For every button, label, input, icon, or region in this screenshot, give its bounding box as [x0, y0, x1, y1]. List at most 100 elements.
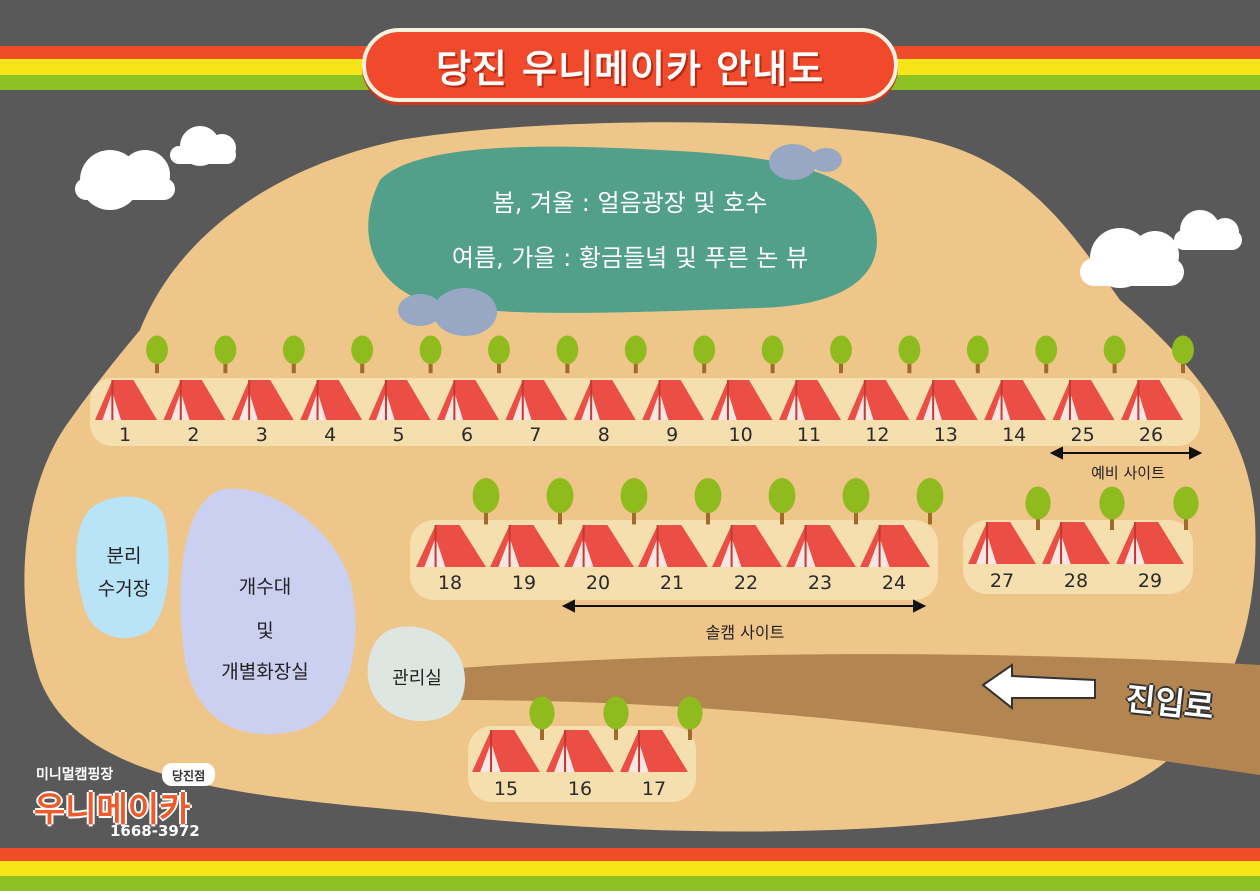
- logo-badge-text: 당진점: [172, 769, 206, 783]
- site-number: 13: [933, 424, 958, 446]
- tent-icon: [710, 380, 773, 420]
- tent-icon: [505, 380, 568, 420]
- tree-icon: [529, 696, 555, 740]
- site-number: 24: [881, 572, 907, 594]
- tent-icon: [472, 730, 540, 772]
- site-number: 25: [1070, 424, 1095, 446]
- solo-site-label: 솔캠 사이트: [705, 623, 785, 642]
- tent-icon: [638, 525, 708, 567]
- site-number: 9: [666, 424, 679, 446]
- tree-icon: [603, 696, 629, 740]
- logo-name: 우니메이카: [34, 782, 190, 831]
- logo-top-text: 미니멀캠핑장: [36, 767, 114, 783]
- site-number: 22: [733, 572, 759, 594]
- site-number: 16: [567, 778, 593, 800]
- site-number: 28: [1063, 570, 1089, 592]
- tent-icon: [712, 525, 782, 567]
- tree-icon: [1099, 486, 1125, 530]
- tent-icon: [490, 525, 560, 567]
- recycling-label-2: 수거장: [97, 578, 151, 600]
- logo-name-text: 우니메이카: [34, 790, 191, 830]
- tree-icon: [694, 478, 722, 525]
- tree-icon: [214, 335, 237, 374]
- title-badge: 당진 우니메이카 안내도: [362, 28, 898, 102]
- tent-icon: [847, 380, 910, 420]
- tent-icon: [1116, 522, 1184, 564]
- site-number: 27: [989, 570, 1015, 592]
- tent-icon: [564, 525, 634, 567]
- site-number: 15: [493, 778, 519, 800]
- site-number: 11: [796, 424, 822, 446]
- facilities-area-shape: [180, 488, 356, 735]
- site-number: 6: [460, 424, 474, 446]
- office-label: 관리실: [392, 668, 442, 689]
- site-number: 23: [807, 572, 833, 594]
- site-number: 29: [1137, 570, 1163, 592]
- site-number: 2: [187, 424, 200, 446]
- tree-icon: [146, 335, 168, 374]
- tent-icon: [163, 380, 226, 420]
- tent-icon: [416, 525, 486, 567]
- tent-icon: [368, 380, 431, 420]
- reserve-range-arrow: [1049, 446, 1203, 460]
- tent-icon: [779, 380, 841, 420]
- site-number: 5: [392, 424, 405, 446]
- tree-icon: [1025, 486, 1051, 530]
- facilities-label-1: 개수대: [238, 576, 292, 598]
- tree-icon: [1172, 335, 1194, 374]
- site-number: 7: [529, 424, 542, 446]
- site-number: 21: [659, 572, 685, 594]
- pond: [368, 146, 877, 313]
- office-shape: [367, 626, 465, 722]
- page-title: 당진 우니메이카 안내도: [435, 46, 825, 91]
- tent-icon: [300, 380, 363, 420]
- site-number: 1: [118, 424, 132, 446]
- recycling-area-shape: [76, 496, 169, 639]
- tree-icon: [768, 478, 796, 525]
- recycling-label-1: 분리: [106, 545, 142, 567]
- tent-icon: [231, 380, 294, 420]
- tree-icon: [842, 478, 870, 525]
- tree-icon: [556, 335, 579, 374]
- tent-icon: [546, 730, 614, 772]
- tree-icon: [472, 478, 500, 525]
- tree-icon: [1103, 335, 1126, 374]
- site-number: 10: [728, 424, 753, 446]
- tent-icon: [95, 380, 157, 420]
- tree-icon: [898, 335, 921, 374]
- season-info-line-2: 여름, 가을 : 황금들녘 및 푸른 논 뷰: [451, 244, 809, 272]
- facilities-label-2: 및: [256, 620, 274, 642]
- site-number: 8: [597, 424, 610, 446]
- tent-icon: [620, 730, 688, 772]
- stripe-bottom: [0, 848, 1260, 891]
- site-number: 26: [1138, 424, 1164, 446]
- site-number: 12: [865, 424, 890, 446]
- logo-badge: 당진점: [162, 763, 216, 786]
- site-row-1: [90, 378, 1200, 446]
- tree-icon: [1173, 486, 1199, 530]
- facilities-label-3: 개별화장실: [221, 661, 309, 683]
- reserve-site-label: 예비 사이트: [1091, 464, 1165, 482]
- tent-icon: [1121, 380, 1183, 420]
- tent-icon: [642, 380, 705, 420]
- tree-icon: [761, 335, 784, 374]
- tent-icon: [437, 380, 499, 420]
- tree-icon: [624, 335, 647, 374]
- site-number: 14: [1002, 424, 1027, 446]
- site-number: 19: [511, 572, 537, 594]
- site-number: 3: [255, 424, 268, 446]
- site-number: 17: [641, 778, 667, 800]
- tent-icon: [1042, 522, 1110, 564]
- tent-icon: [984, 380, 1047, 420]
- solo-range-arrow: [561, 599, 927, 613]
- cloud-icon: [75, 126, 1242, 288]
- tree-icon: [1035, 335, 1058, 374]
- logo-phone: 1668-3972: [110, 822, 200, 840]
- tree-icon: [830, 335, 852, 374]
- site-number: 4: [324, 424, 337, 446]
- site-number: 18: [437, 572, 463, 594]
- season-info-line-1: 봄, 겨울 : 얼음광장 및 호수: [492, 189, 768, 217]
